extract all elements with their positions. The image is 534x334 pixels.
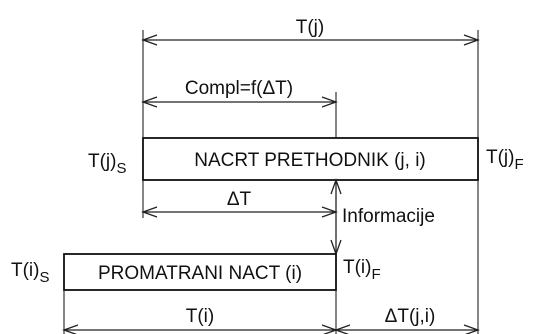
arrow-head-t-j-left: [141, 34, 158, 46]
label-delta-t-ji: ΔT(j,i): [385, 306, 436, 327]
label-t-j: T(j): [296, 17, 324, 38]
label-t-j-start-sub: S: [116, 160, 126, 177]
predecessor-box: [142, 137, 479, 181]
information-arrow-head-up: [330, 178, 342, 195]
observed-box: [63, 253, 337, 291]
arrow-head-delta-t-ji-left: [334, 324, 351, 334]
arrow-head-delta-t-left: [141, 206, 158, 218]
label-t-i: T(i): [186, 306, 214, 327]
label-t-i-start-sub: S: [39, 269, 49, 286]
label-t-j-finish-sub: F: [514, 156, 523, 173]
label-informacije: Informacije: [342, 206, 435, 227]
predecessor-box-label: NACRT PRETHODNIK (j, i): [194, 150, 426, 171]
label-t-j-start-base: T(j): [88, 151, 116, 172]
arrow-head-compl-right: [321, 96, 338, 108]
arrow-head-t-j-right: [463, 34, 480, 46]
observed-box-label: PROMATRANI NACT (i): [98, 263, 302, 284]
label-delta-t: ΔT: [227, 189, 252, 210]
arrow-head-compl-left: [141, 96, 158, 108]
label-t-i-finish-base: T(i): [343, 257, 371, 278]
label-compl: Compl=f(ΔT): [185, 78, 293, 99]
arrow-head-t-i-left: [62, 324, 79, 334]
label-t-i-start-base: T(i): [11, 260, 39, 281]
label-t-j-start: T(j)S: [88, 151, 127, 177]
label-t-j-finish: T(j)F: [486, 147, 524, 173]
label-t-i-finish: T(i)F: [343, 257, 381, 283]
arrow-head-delta-t-ji-right: [463, 324, 480, 334]
label-t-j-finish-base: T(j): [486, 147, 514, 168]
label-t-i-finish-sub: F: [371, 266, 380, 283]
label-t-i-start: T(i)S: [11, 260, 50, 286]
